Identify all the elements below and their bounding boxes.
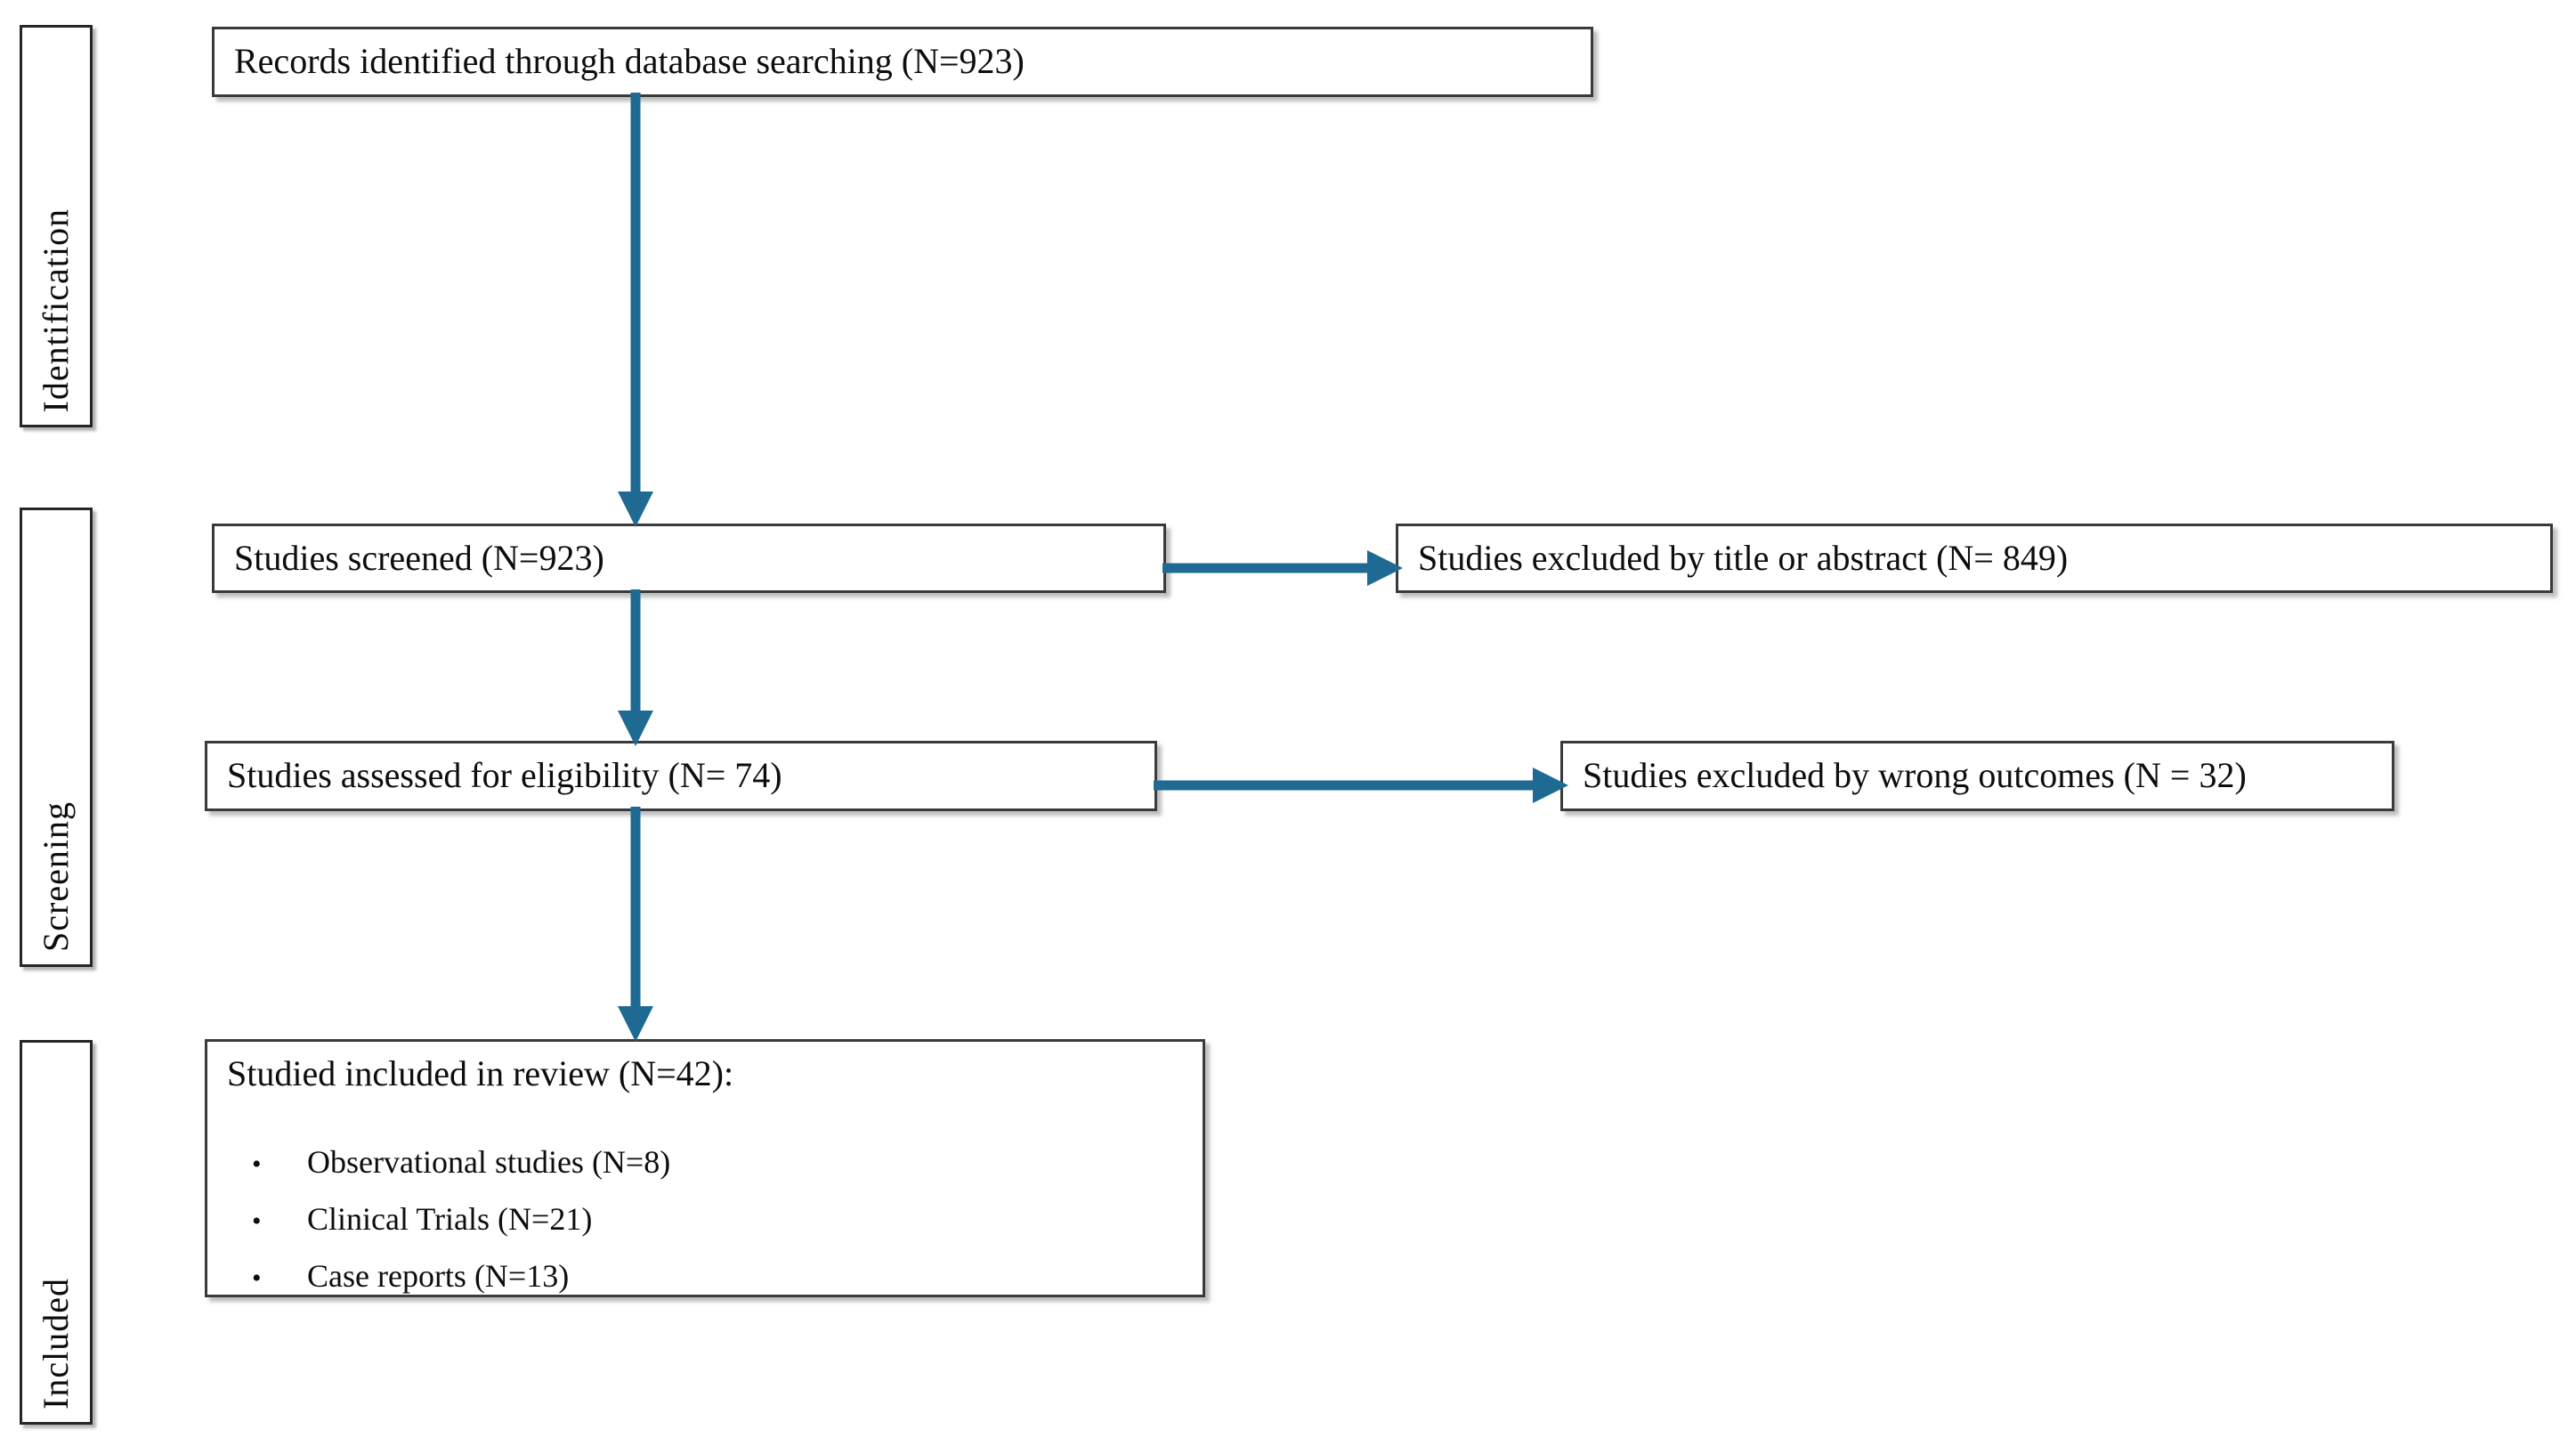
list-item-label: Case reports (N=13) xyxy=(307,1257,570,1294)
stage-label-identification: Identification xyxy=(36,207,76,412)
box-studies-eligibility-text: Studies assessed for eligibility (N= 74) xyxy=(227,755,782,795)
included-breakdown-list: • Observational studies (N=8) • Clinical… xyxy=(227,1146,1187,1292)
box-studies-included-heading: Studied included in review (N=42): xyxy=(227,1053,734,1093)
box-studies-included: Studied included in review (N=42): • Obs… xyxy=(205,1039,1205,1297)
box-studies-screened: Studies screened (N=923) xyxy=(212,524,1166,593)
bullet-icon: • xyxy=(252,1149,262,1179)
list-item-label: Observational studies (N=8) xyxy=(307,1143,671,1180)
list-item: • Clinical Trials (N=21) xyxy=(252,1203,1187,1235)
box-records-identified: Records identified through database sear… xyxy=(212,27,1593,97)
arrow-identified-to-screened xyxy=(611,93,660,529)
list-item: • Observational studies (N=8) xyxy=(252,1146,1187,1178)
stage-box-identification: Identification xyxy=(20,25,93,427)
box-excluded-wrong-outcomes: Studies excluded by wrong outcomes (N = … xyxy=(1560,741,2394,811)
box-studies-screened-text: Studies screened (N=923) xyxy=(234,538,604,578)
list-item-label: Clinical Trials (N=21) xyxy=(307,1200,593,1237)
arrow-screened-to-eligibility xyxy=(611,589,660,748)
stage-box-screening: Screening xyxy=(20,508,93,967)
arrow-screened-to-excluded-title-abstract xyxy=(1162,543,1405,593)
box-excluded-wrong-outcomes-text: Studies excluded by wrong outcomes (N = … xyxy=(1583,755,2247,795)
list-item: • Case reports (N=13) xyxy=(252,1260,1187,1292)
box-excluded-title-abstract: Studies excluded by title or abstract (N… xyxy=(1396,524,2553,593)
box-studies-eligibility: Studies assessed for eligibility (N= 74) xyxy=(205,741,1157,811)
arrow-eligibility-to-excluded-wrong-outcomes xyxy=(1154,760,1570,810)
bullet-icon: • xyxy=(252,1263,262,1293)
stage-label-screening: Screening xyxy=(36,801,76,952)
arrow-eligibility-to-included xyxy=(611,807,660,1044)
stage-label-included: Included xyxy=(36,1278,76,1410)
box-records-identified-text: Records identified through database sear… xyxy=(234,41,1025,81)
box-excluded-title-abstract-text: Studies excluded by title or abstract (N… xyxy=(1418,538,2069,578)
stage-box-included: Included xyxy=(20,1040,93,1425)
bullet-icon: • xyxy=(252,1206,262,1236)
